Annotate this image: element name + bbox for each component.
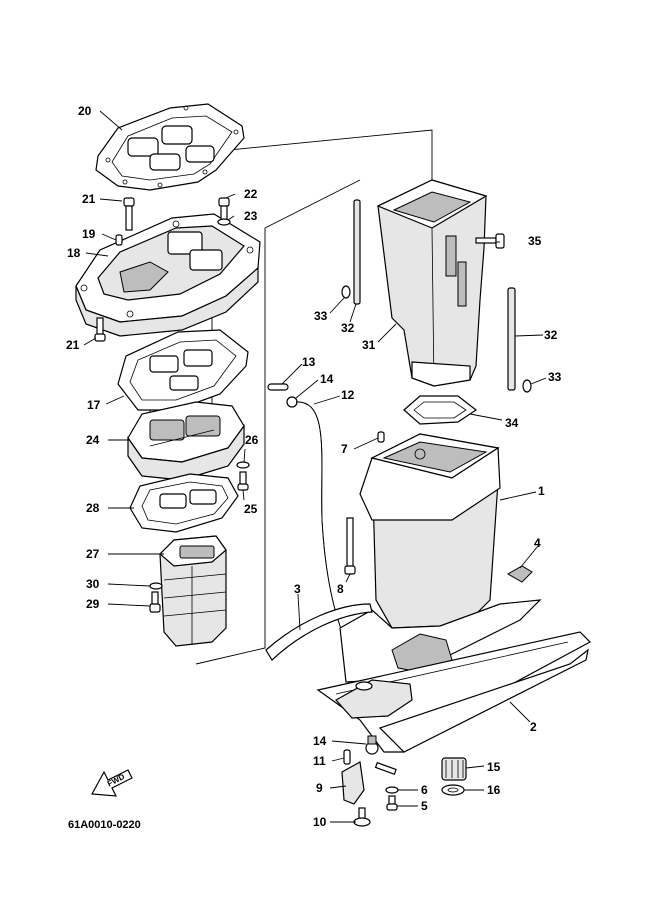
part-1-upper-casing [339, 433, 542, 683]
part-27-muffler [159, 535, 227, 647]
callout-7: 7 [341, 442, 348, 456]
callout-16: 16 [487, 783, 501, 797]
part-29-bolt [149, 591, 161, 613]
part-2-rubber-seal [316, 631, 591, 753]
callout-17: 17 [87, 398, 101, 412]
part-3-rubber-seal [265, 603, 373, 661]
part-15-bushing [441, 757, 467, 781]
callout-14-upper: 14 [320, 372, 334, 386]
callout-10: 10 [313, 815, 327, 829]
callout-15: 15 [487, 760, 501, 774]
callout-31: 31 [362, 338, 376, 352]
callout-35: 35 [528, 234, 542, 248]
part-16-washer [441, 784, 465, 796]
part-9-bracket [341, 761, 365, 805]
callout-28: 28 [86, 501, 100, 515]
callout-27: 27 [86, 547, 100, 561]
part-32-gasket-strip-right [507, 287, 516, 391]
part-33-washer-right [522, 379, 532, 393]
lower-casing-flange [335, 679, 413, 719]
callout-26: 26 [245, 433, 259, 447]
forward-arrow-icon: FWD [91, 769, 133, 797]
callout-32-right: 32 [544, 328, 558, 342]
part-20-gasket [95, 103, 245, 191]
part-8-bolt [344, 517, 356, 575]
callout-19: 19 [82, 227, 96, 241]
callout-13: 13 [302, 355, 316, 369]
callout-25: 25 [244, 502, 258, 516]
part-31-oil-pan [376, 179, 488, 387]
part-21-bolt-top [123, 197, 135, 231]
callout-11: 11 [313, 754, 326, 768]
callout-5: 5 [421, 799, 428, 813]
part-28-gasket [129, 473, 239, 533]
part-30-washer [149, 582, 163, 590]
callout-29: 29 [86, 597, 100, 611]
callout-3: 3 [294, 582, 301, 596]
callout-8: 8 [337, 582, 344, 596]
callout-23: 23 [244, 209, 258, 223]
part-23-washer [217, 218, 231, 226]
part-21-bolt-bottom [94, 317, 106, 342]
part-33-washer-left [341, 285, 351, 299]
part-35-bolt [475, 233, 505, 249]
part-24-exhaust-guide [127, 401, 245, 481]
part-14-clip-lower [365, 735, 379, 755]
part-22-bolt [218, 197, 230, 221]
callout-1: 1 [538, 484, 545, 498]
callout-4: 4 [534, 536, 541, 550]
part-13-grommet [267, 383, 289, 391]
part-32-gasket-strip-left [353, 199, 361, 305]
callout-18: 18 [67, 246, 81, 260]
part-5-bolt [386, 795, 398, 811]
callout-14-lower: 14 [313, 734, 327, 748]
callout-2: 2 [530, 720, 537, 734]
part-11-pin [343, 749, 351, 765]
callout-24: 24 [86, 433, 100, 447]
callout-9: 9 [316, 781, 323, 795]
small-bolt-7b [374, 761, 397, 776]
part-6-washer [385, 786, 399, 794]
part-34-seal [403, 395, 478, 425]
part-25-bolt [237, 471, 249, 491]
callout-6: 6 [421, 783, 428, 797]
part-4-plug [506, 565, 533, 583]
part-14-clip-upper [286, 396, 298, 408]
callout-20: 20 [78, 104, 92, 118]
part-17-gasket [117, 329, 249, 411]
callout-34: 34 [505, 416, 519, 430]
part-26-washer [236, 461, 250, 469]
callout-12: 12 [341, 388, 355, 402]
callout-21-top: 21 [82, 192, 96, 206]
callout-21-bottom: 21 [66, 338, 80, 352]
callout-33-right: 33 [548, 370, 562, 384]
callout-30: 30 [86, 577, 100, 591]
part-7-dowel-pin [377, 431, 385, 443]
leader-lines [83, 110, 547, 823]
callout-32-left: 32 [341, 321, 355, 335]
callout-33-left: 33 [314, 309, 328, 323]
callout-22: 22 [244, 187, 258, 201]
part-10-bolt [353, 807, 371, 827]
part-19-dowel-pin [115, 234, 123, 246]
callout-labels: 20 21 19 18 21 22 23 17 24 26 25 28 27 3… [66, 104, 562, 829]
diagram-reference-code: 61A0010-0220 [68, 819, 141, 831]
